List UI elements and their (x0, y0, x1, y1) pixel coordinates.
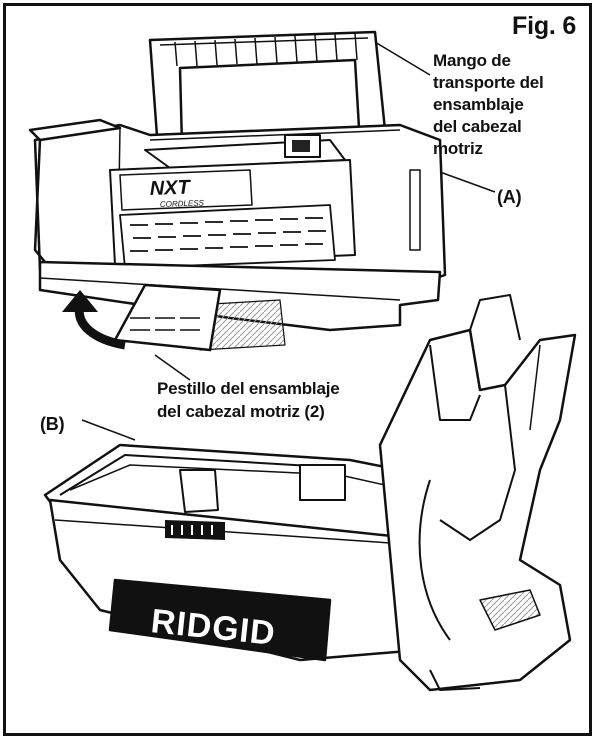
cordless-logo: CORDLESS (160, 198, 205, 209)
power-head-latch (113, 283, 222, 352)
base-tray (43, 294, 577, 692)
leader-lines (81, 41, 496, 441)
carry-handle-label: Mango de transporte del ensamblaje del c… (433, 51, 544, 158)
nxt-logo: NXT (149, 177, 192, 200)
power-head-assembly (28, 30, 447, 351)
callout-b: (B) (40, 414, 65, 434)
vent-grille (119, 204, 336, 269)
callout-a: (A) (497, 187, 522, 207)
latch-label: Pestillo del ensamblaje del cabezal motr… (157, 379, 340, 421)
figure-title: Fig. 6 (512, 12, 577, 40)
